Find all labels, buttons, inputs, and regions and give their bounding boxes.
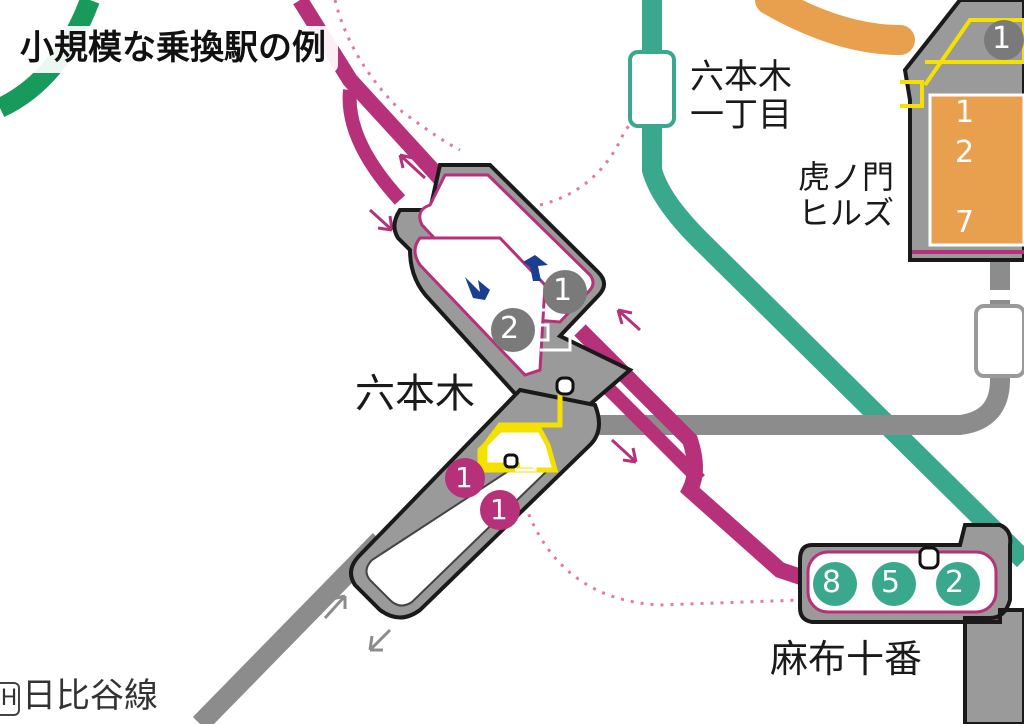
exit-number: 2 <box>500 311 520 346</box>
ginza-line <box>755 0 915 55</box>
hibiya-arrows <box>323 594 392 652</box>
hibiya-line-east <box>560 300 1010 435</box>
exit-badges-oedo <box>491 270 587 352</box>
exit-number: 1 <box>553 273 573 308</box>
exit-number: 1 <box>992 21 1012 56</box>
oedo-line-branch <box>342 89 406 205</box>
elevator-icon <box>555 376 575 396</box>
exit-number: 8 <box>822 565 842 600</box>
transfer-path <box>333 0 461 152</box>
exit-badges-hibiya <box>445 458 520 530</box>
roppongi-itchome-marker <box>628 50 676 128</box>
exit-number: 5 <box>881 565 901 600</box>
exit-number: 1 <box>455 461 473 494</box>
exit-number: 7 <box>955 205 975 240</box>
page-title: 小規模な乗換駅の例 <box>8 26 338 73</box>
exit-number: 1 <box>490 493 508 526</box>
azabu-juban-platform <box>798 523 1024 724</box>
elevator-route <box>482 385 563 468</box>
legend-text: 日比谷線 <box>22 676 158 716</box>
exit-number: 2 <box>955 135 975 170</box>
exit-number: 2 <box>945 565 965 600</box>
station-label-toranomon-hills: 虎ノ門 ヒルズ <box>798 158 895 232</box>
hibiya-line-icon: H <box>0 682 20 716</box>
station-label-roppongi-itchome: 六本木 一丁目 <box>690 57 792 136</box>
exit-number: 1 <box>955 95 975 130</box>
station-label-roppongi: 六本木 <box>355 371 475 417</box>
toranomon-hills-platform <box>900 0 1024 262</box>
stairs-icon <box>505 308 572 472</box>
elevator-icon-2 <box>503 453 519 469</box>
platform-arrows <box>465 255 548 300</box>
transfer-path-2 <box>539 123 632 207</box>
namboku-line <box>642 0 1024 568</box>
hibiya-station-marker <box>974 304 1024 378</box>
station-label-azabu-juban: 麻布十番 <box>770 637 923 681</box>
oedo-line-south2 <box>595 375 705 485</box>
